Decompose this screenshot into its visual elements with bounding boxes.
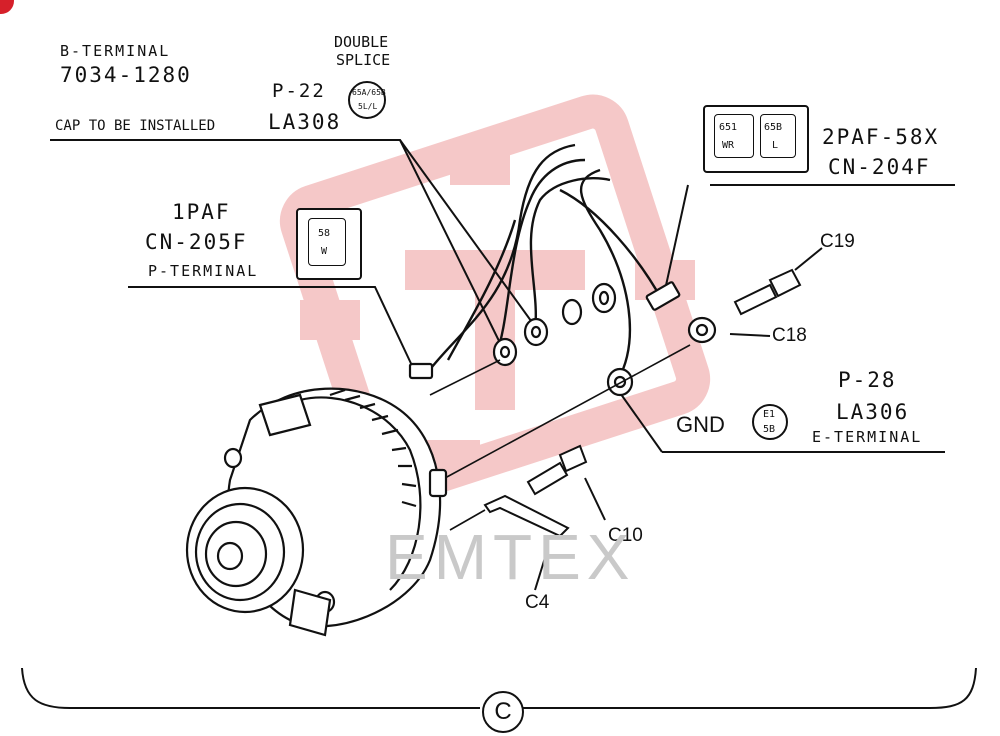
splice-symbol-bottom: 5L/L [358,102,378,111]
conn2-pin2-top: 65B [764,122,783,133]
ground-symbol [752,404,788,440]
c4-label: C4 [525,592,550,613]
c19-label: C19 [820,231,855,252]
assembly-axes [429,344,691,531]
bolt-c19 [733,268,802,316]
bolt-c10 [526,444,588,496]
p22-label: P-22 [272,80,326,102]
cn204f-label: CN-204F [828,155,931,179]
bracket-c4 [483,494,570,538]
la308-label: LA308 [268,110,342,134]
leader-lines [50,139,955,591]
la306-label: LA306 [836,400,910,424]
2paf-connector-label: 2PAF-58X [822,125,940,149]
ground-symbol-bottom: 5B [763,424,776,435]
b-terminal-label: B-TERMINAL [60,42,171,60]
connector-2paf-pin1 [714,114,754,158]
c18-label: C18 [772,325,807,346]
1paf-label: 1PAF [172,200,231,224]
gnd-label: GND [676,412,725,437]
conn2-pin2-bottom: L [772,140,779,151]
ground-symbol-top: E1 [763,409,776,420]
wire-harness [427,143,664,381]
conn2-pin1-top: 651 [719,122,738,133]
watermark-text: EMTEX [385,521,636,593]
conn2-pin1-bottom: WR [722,140,735,151]
e-terminal-label: E-TERMINAL [812,428,923,446]
c10-label: C10 [608,525,643,546]
double-splice-symbol [348,81,386,119]
conn1-pin-top: 58 [318,228,331,239]
splice-label: SPLICE [336,51,391,69]
conn1-pin-bottom: W [321,246,328,257]
ring-terminals [408,281,717,397]
p-terminal-label: P-TERMINAL [148,262,259,280]
double-splice-label: DOUBLE [334,33,389,51]
connector-2paf-pin2 [760,114,796,158]
b-terminal-part-number: 7034-1280 [60,63,192,87]
alternator [185,387,448,637]
cn205f-label: CN-205F [145,230,248,254]
connector-1paf-pin [308,218,346,266]
section-brace [21,667,977,709]
section-marker: C [482,691,524,733]
p28-label: P-28 [838,368,897,392]
splice-symbol-top: 65A/65B [352,88,386,97]
cap-note: CAP TO BE INSTALLED [55,118,216,134]
